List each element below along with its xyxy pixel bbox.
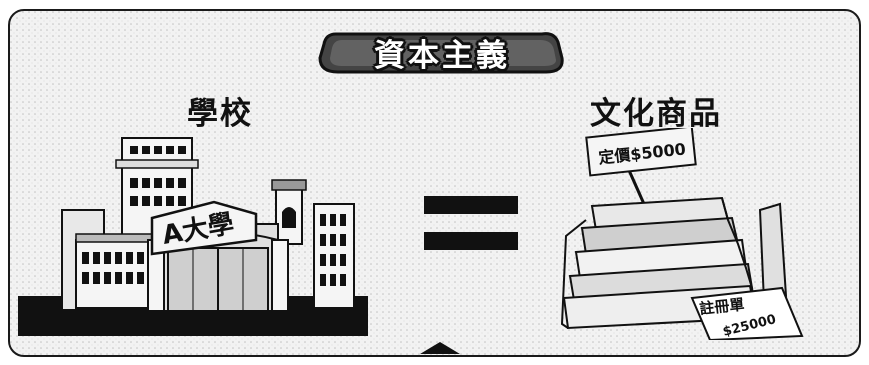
building-right: [313, 203, 355, 309]
registration-receipt: 註冊單 $25000: [690, 286, 804, 340]
school-buildings-illustration: A大學: [18, 137, 368, 336]
banner-title: 資本主義: [374, 37, 510, 74]
heading-school: 學校: [187, 96, 253, 132]
books-illustration: 定價$5000 註冊單 $25000: [560, 128, 804, 340]
building-left-low: [75, 233, 157, 309]
title-banner: 資本主義: [318, 28, 566, 76]
frame-notch: [420, 342, 460, 354]
equals-bar-bottom: [424, 232, 518, 250]
receipt-title: 註冊單: [699, 295, 746, 318]
clock-tower: [271, 179, 307, 245]
equals-bar-top: [424, 196, 518, 214]
price-tag: 定價$5000: [585, 128, 697, 205]
banner-shape: [318, 32, 564, 74]
heading-cultural-goods: 文化商品: [590, 96, 722, 132]
equals-sign: [424, 196, 518, 250]
